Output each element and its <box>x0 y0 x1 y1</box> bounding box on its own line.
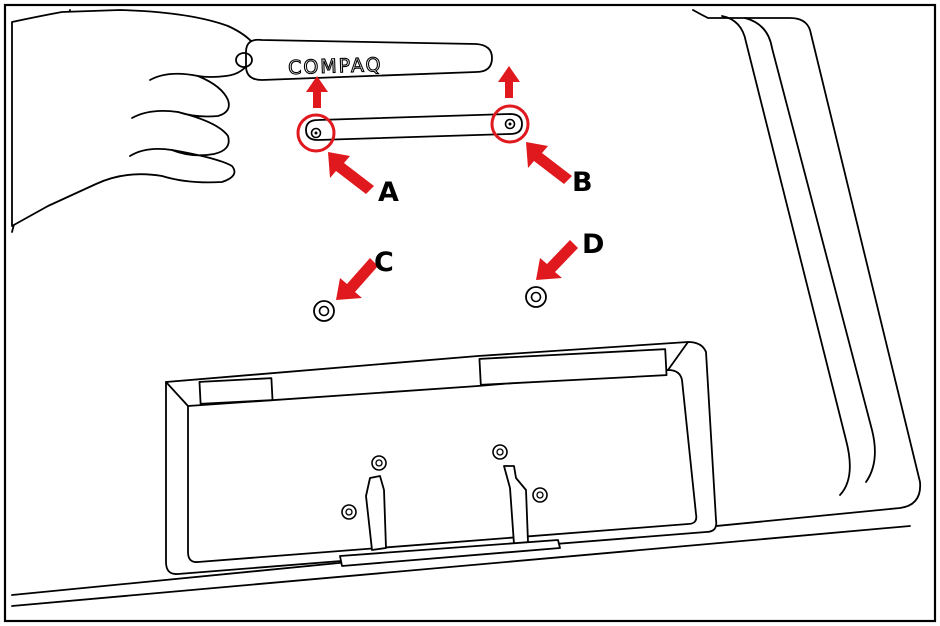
bracket-slot <box>235 52 253 68</box>
vesa-bracket <box>245 38 493 81</box>
stand-post-left <box>365 475 387 551</box>
mounting-plate <box>305 113 523 141</box>
screw-b-highlight <box>490 104 530 144</box>
stand-base-bar <box>339 539 561 567</box>
monitor-edge-curve-outer <box>721 15 851 496</box>
finger-line-3 <box>129 147 173 157</box>
stand-screw-4 <box>532 487 548 503</box>
stand-housing-rim-right <box>667 341 689 371</box>
arrow-c <box>336 258 378 300</box>
stand-recess-right <box>478 348 668 386</box>
surface-line <box>11 525 911 607</box>
stand-screw-2 <box>341 504 357 520</box>
brand-logo: COMPAQ <box>288 54 383 79</box>
stand-recess-left <box>198 377 274 405</box>
hole-d-inner <box>530 291 542 303</box>
callout-label-c: C <box>374 247 394 278</box>
stand-housing-inner <box>187 369 698 563</box>
stand-screw-1 <box>371 455 387 471</box>
callout-label-d: D <box>582 229 604 260</box>
arrow-a <box>328 152 374 194</box>
callout-label-a: A <box>378 177 399 208</box>
hole-c-inner <box>318 305 330 317</box>
up-arrow-a <box>306 76 328 108</box>
arrow-b <box>526 142 572 184</box>
stand-post-right <box>503 465 529 545</box>
hand <box>11 9 259 227</box>
up-arrow-b <box>498 66 520 98</box>
screw-a-highlight <box>296 113 336 153</box>
monitor-edge-curve-inner <box>744 17 876 483</box>
arrow-d <box>536 240 578 280</box>
screw-b-center <box>508 122 512 126</box>
screw-a-center <box>314 131 318 135</box>
finger-line-1 <box>149 72 199 81</box>
callout-label-b: B <box>572 167 593 198</box>
finger-line-2 <box>131 109 179 119</box>
stand-screw-3 <box>492 444 508 460</box>
stand-housing-rim-left <box>165 381 189 407</box>
